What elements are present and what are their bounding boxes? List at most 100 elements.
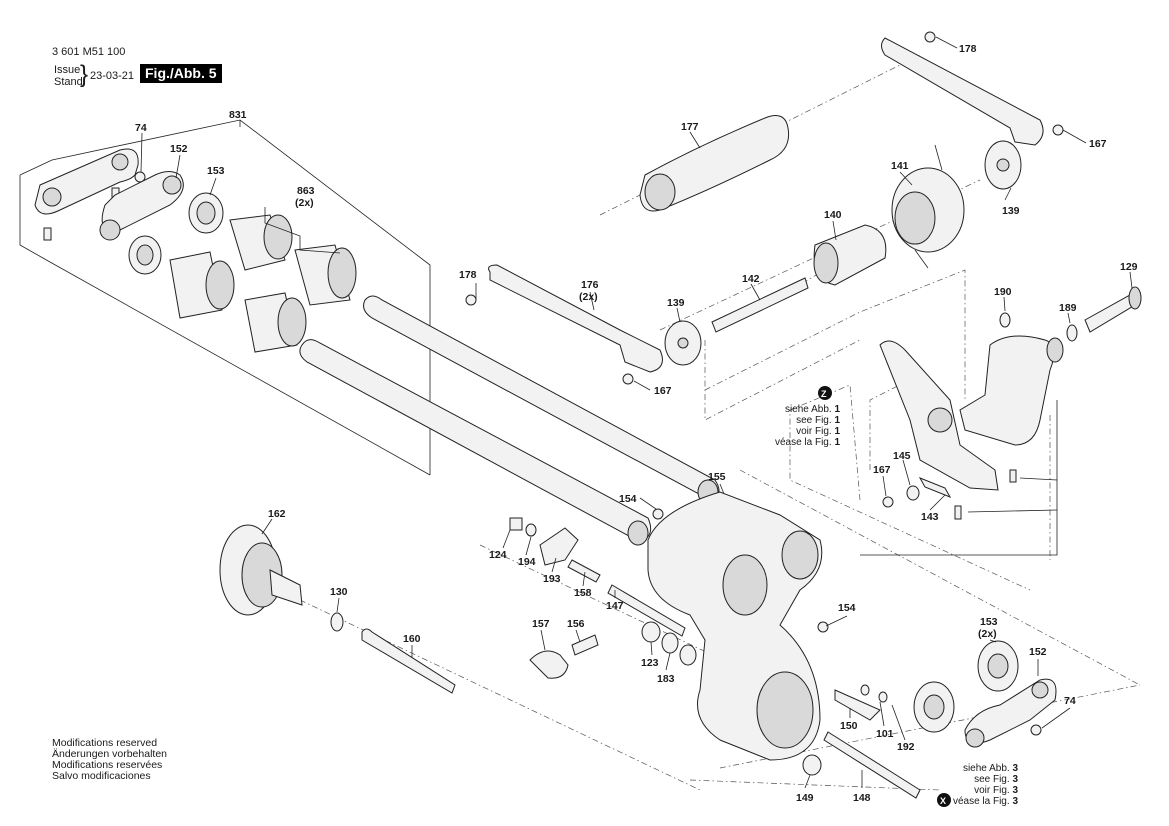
part-label-153-top: 153 (207, 165, 225, 177)
part-label-162: 162 (268, 508, 286, 520)
part-label-149: 149 (796, 792, 814, 804)
notice-line-fr: Modifications reservées (52, 759, 163, 771)
part-label-176: 176 (581, 279, 599, 291)
svg-text:voir Fig. 1: voir Fig. 1 (796, 426, 840, 437)
plate-152-top (99, 171, 184, 241)
modifications-notice: Modifications reserved Änderungen vorbeh… (52, 738, 167, 782)
svg-text:siehe Abb. 3: siehe Abb. 3 (963, 763, 1018, 774)
part-label-194: 194 (518, 556, 536, 568)
issue-date: 23-03-21 (90, 70, 135, 82)
reference-x-number-1: 3 (1012, 763, 1018, 774)
part-label-147: 147 (606, 600, 624, 612)
parts-145-143 (906, 477, 962, 520)
part-label-150: 150 (840, 720, 858, 732)
part-label-139-top: 139 (1002, 205, 1020, 217)
reference-x-line-4: véase la Fig. (953, 796, 1012, 807)
bushings-863 (169, 214, 357, 353)
part-label-130: 130 (330, 586, 348, 598)
part-label-183: 183 (657, 673, 675, 685)
knob-157-spring-156 (529, 634, 599, 679)
reference-x-line-2: see Fig. (974, 774, 1012, 785)
notice-line-de: Änderungen vorbehalten (52, 748, 168, 760)
figure-label: Fig./Abb. 5 (140, 64, 222, 83)
tilt-bracket (879, 335, 1064, 491)
part-label-124: 124 (489, 549, 507, 561)
part-label-158: 158 (574, 587, 592, 599)
reference-x-line-3: voir Fig. (974, 785, 1012, 796)
part-label-148: 148 (853, 792, 871, 804)
pin-147 (607, 584, 686, 637)
issue-label: Issue (54, 64, 81, 76)
washer-130 (330, 612, 344, 632)
reference-x: siehe Abb. 3 see Fig. 3 voir Fig. 3 X vé… (937, 763, 1018, 807)
connector-lines (860, 400, 1058, 556)
part-label-176-qty: (2x) (579, 291, 598, 303)
arm-176-upper (881, 37, 1044, 146)
part-label-153-low-qty: (2x) (978, 628, 997, 640)
reference-z: Z siehe Abb. 1 see Fig. 1 voir Fig. 1 vé… (775, 386, 840, 448)
part-label-831: 831 (229, 109, 247, 121)
part-label-142: 142 (742, 273, 760, 285)
part-label-863: 863 (297, 185, 315, 197)
svg-text:see Fig. 1: see Fig. 1 (796, 415, 840, 426)
notice-line-en: Modifications reserved (52, 737, 158, 749)
reference-z-line-3: voir Fig. (796, 426, 834, 437)
part-label-153-low: 153 (980, 616, 998, 628)
reference-z-letter: Z (821, 389, 827, 399)
bolt-129 (1084, 286, 1142, 333)
part-label-74-top: 74 (135, 122, 147, 134)
part-label-152-low: 152 (1029, 646, 1047, 658)
part-label-167-mid: 167 (654, 385, 672, 397)
bushing-140 (813, 224, 887, 286)
arm-176-lower (488, 264, 663, 373)
small-parts-124-194-193 (509, 517, 579, 566)
reference-x-letter: X (940, 796, 946, 806)
part-label-178-top: 178 (959, 43, 977, 55)
svg-text:siehe Abb. 1: siehe Abb. 1 (785, 404, 840, 415)
svg-text:see Fig. 3: see Fig. 3 (974, 774, 1018, 785)
part-label-141: 141 (891, 160, 909, 172)
washer-139-mid (664, 320, 702, 366)
issue-brace: } (80, 61, 89, 88)
reference-z-number-2: 1 (834, 415, 840, 426)
washer-139-top (984, 140, 1022, 190)
part-label-145: 145 (893, 450, 911, 462)
part-label-190: 190 (994, 286, 1012, 298)
reference-z-line-4: véase la Fig. (775, 437, 834, 448)
part-label-189: 189 (1059, 302, 1077, 314)
part-label-129: 129 (1120, 261, 1138, 273)
part-label-154-top: 154 (619, 493, 637, 505)
notice-line-es: Salvo modificaciones (52, 770, 151, 782)
part-label-152-top: 152 (170, 143, 188, 155)
lower-right-parts (802, 640, 1057, 799)
part-label-101: 101 (876, 728, 894, 740)
part-label-139-mid: 139 (667, 297, 685, 309)
part-label-74-low: 74 (1064, 695, 1076, 707)
part-label-167-low: 167 (873, 464, 891, 476)
washer-153-top (128, 192, 224, 275)
screws (465, 31, 1064, 736)
spring-141 (891, 144, 965, 269)
part-label-160: 160 (403, 633, 421, 645)
part-label-155: 155 (708, 471, 726, 483)
reference-x-number-2: 3 (1012, 774, 1018, 785)
housing-155 (647, 491, 823, 761)
reference-x-line-1: siehe Abb. (963, 763, 1012, 774)
shaft-142 (711, 277, 809, 333)
svg-text:véase la Fig. 1: véase la Fig. 1 (775, 437, 840, 448)
reference-z-number-1: 1 (834, 404, 840, 415)
end-bracket (34, 148, 139, 241)
svg-text:véase la Fig. 3: véase la Fig. 3 (953, 796, 1018, 807)
reference-x-number-4: 3 (1012, 796, 1018, 807)
reference-z-number-3: 1 (834, 426, 840, 437)
reference-x-number-3: 3 (1012, 785, 1018, 796)
part-label-123: 123 (641, 657, 659, 669)
part-label-193: 193 (543, 573, 561, 585)
part-label-177: 177 (681, 121, 699, 133)
reference-z-line-1: siehe Abb. (785, 404, 834, 415)
handle-177 (639, 115, 790, 212)
document-number: 3 601 M51 100 (52, 46, 126, 58)
guide-rods (299, 295, 720, 546)
knob-162 (219, 524, 303, 616)
part-label-154-low: 154 (838, 602, 856, 614)
